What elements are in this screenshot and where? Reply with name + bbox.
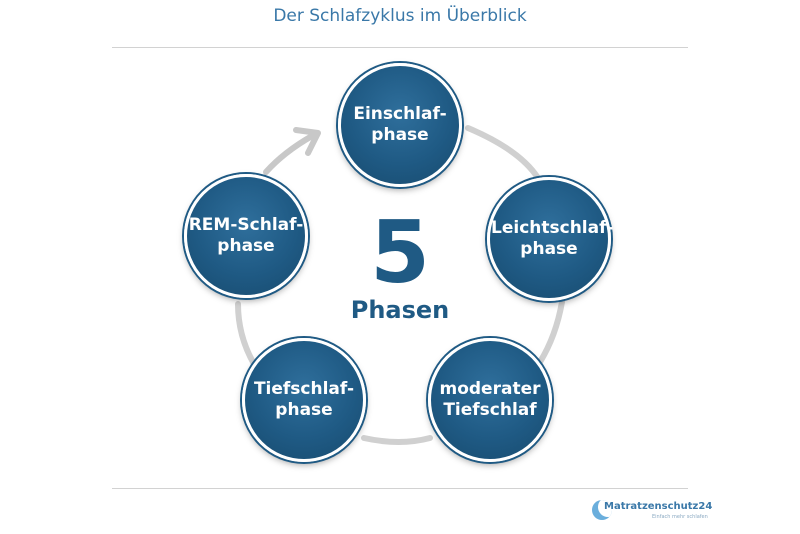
phase-einschlaf: Einschlaf- phase (338, 63, 462, 187)
phase-tiefschlaf: Tiefschlaf- phase (242, 338, 366, 462)
phase-leichtschlaf-label: Leichtschlaf- phase (491, 218, 614, 259)
brand-logo: Matratzenschutz24 Einfach mehr schlafen (592, 496, 712, 526)
brand-tagline: Einfach mehr schlafen (652, 514, 708, 520)
page-title: Der Schlafzyklus im Überblick (273, 6, 527, 26)
arc-leichtschlaf-moderater (537, 299, 565, 365)
arc-einschlaf-leichtschlaf (465, 125, 541, 181)
arc-tiefschlaf-rem (235, 301, 257, 367)
moon-icon (592, 500, 612, 520)
bottom-divider (112, 488, 688, 489)
phase-count-label: Phasen (350, 296, 450, 324)
arc-moderater-tiefschlaf (361, 435, 433, 445)
phase-tiefschlaf-label: Tiefschlaf- phase (253, 379, 355, 420)
phase-rem-schlaf: REM-Schlaf- phase (184, 174, 308, 298)
phase-rem-schlaf-label: REM-Schlaf- phase (188, 215, 304, 256)
brand-name: Matratzenschutz24 (604, 501, 713, 512)
phase-einschlaf-label: Einschlaf- phase (353, 104, 447, 145)
phase-moderater-tiefschlaf-label: moderater Tiefschlaf (439, 379, 541, 420)
top-divider (112, 47, 688, 48)
phase-leichtschlaf: Leichtschlaf- phase (487, 177, 614, 301)
cycle-arrow-icon (263, 127, 321, 175)
phase-count: 5 (370, 203, 430, 303)
phase-moderater-tiefschlaf: moderater Tiefschlaf (428, 338, 552, 462)
